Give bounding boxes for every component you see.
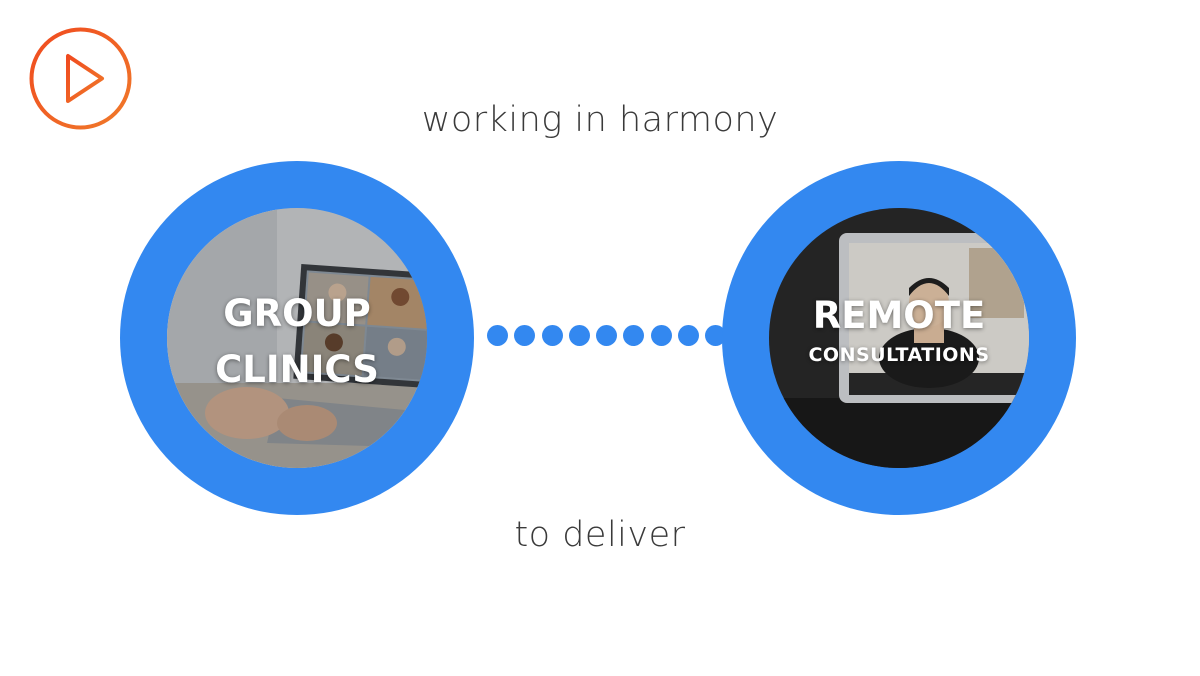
connector-dot <box>650 325 672 346</box>
caption-bottom: to deliver <box>514 515 686 555</box>
connector-dot <box>678 325 700 346</box>
caption-top: working in harmony <box>421 100 779 140</box>
connector-dot <box>541 325 563 346</box>
connector-dot <box>568 325 590 346</box>
connector-dot <box>514 325 536 346</box>
group-clinics-circle: GROUP CLINICS <box>120 161 474 515</box>
consultations-label-line2: CONSULTATIONS <box>808 344 990 366</box>
group-clinics-photo: GROUP CLINICS <box>167 208 427 468</box>
group-label-line1: GROUP <box>223 292 371 335</box>
connector-dots <box>487 325 727 347</box>
play-icon <box>29 27 132 130</box>
connector-dot <box>487 325 508 346</box>
connector-dot <box>596 325 618 346</box>
connector-dot <box>623 325 645 346</box>
remote-consultations-circle: REMOTE CONSULTATIONS <box>722 161 1076 515</box>
remote-consultations-photo: REMOTE CONSULTATIONS <box>769 208 1029 468</box>
remote-label-line1: REMOTE <box>812 294 986 337</box>
connector-dot <box>705 325 727 346</box>
clinics-label-line2: CLINICS <box>215 348 379 391</box>
play-button[interactable] <box>28 26 133 131</box>
